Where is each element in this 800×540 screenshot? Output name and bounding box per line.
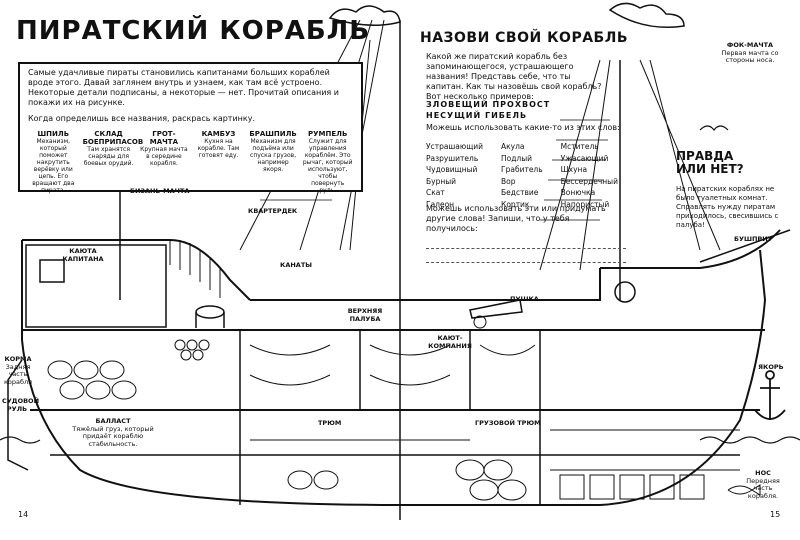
- hammock: [249, 344, 536, 386]
- example-names: ЗЛОВЕЩИЙ ПРОХВОСТ НЕСУЩИЙ ГИБЕЛЬ: [426, 99, 550, 121]
- term-title: РУМПЕЛЬ: [308, 130, 348, 138]
- label-mizzen-mast: БИЗАНЬ-МАЧТА: [130, 187, 190, 195]
- label-wardroom: КАЮТ-КОМПАНИЯ: [428, 334, 472, 350]
- cloud-shape: [608, 2, 685, 29]
- true-false-title: ПРАВДА ИЛИ НЕТ?: [676, 149, 744, 176]
- word-item: Вонючка: [560, 188, 596, 197]
- word-column-1: Устрашающий Разрушитель Чудовищный Бурны…: [426, 141, 483, 210]
- term-galley: КАМБУЗ Кухня на корабле. Там готовят еду…: [193, 130, 244, 194]
- cabin-window: [39, 259, 65, 283]
- anchor-drawing: [754, 370, 786, 420]
- term-desc: Там хранятся снаряды для боевых орудий.: [83, 146, 134, 167]
- answer-line: [426, 248, 626, 249]
- captain-cabin: [25, 244, 167, 328]
- intro-paragraph-1: Самые удачливые пираты становились капит…: [28, 68, 339, 107]
- terms-row: ШПИЛЬ Механизм, который поможет накрутит…: [28, 130, 353, 194]
- word-item: Грабитель: [501, 165, 543, 174]
- label-cargo-hold: ГРУЗОВОЙ ТРЮМ: [475, 419, 541, 427]
- label-rudder: СУДОВОЙ РУЛЬ: [2, 397, 40, 413]
- term-desc: Кухня на корабле. Там готовят еду.: [197, 138, 240, 159]
- sea-waves: [0, 436, 800, 444]
- term-desc: Служит для управления кораблём. Это рыча…: [302, 138, 353, 194]
- stair-railing: [169, 240, 221, 298]
- crates: [559, 474, 705, 500]
- label-hold: ТРЮМ: [318, 419, 342, 427]
- example-name-1: ЗЛОВЕЩИЙ ПРОХВОСТ: [426, 100, 551, 109]
- label-anchor: ЯКОРЬ: [758, 363, 784, 371]
- word-item: Разрушитель: [426, 153, 479, 163]
- intro-paragraph-2: Когда определишь все названия, раскрась …: [28, 114, 255, 123]
- true-false-text: На пиратских кораблях не было туалетных …: [676, 185, 779, 229]
- rudder: [7, 359, 29, 471]
- word-item: Шхуна: [560, 165, 588, 174]
- page-title-right: НАЗОВИ СВОЙ КОРАБЛЬ: [420, 30, 629, 46]
- word-item: Ужасающий: [560, 153, 609, 163]
- label-cannon: ПУШКА: [510, 295, 539, 303]
- word-item: Подлый: [501, 153, 533, 163]
- bow-rail: [600, 229, 781, 269]
- term-title: СКЛАД БОЕПРИПАСОВ: [82, 130, 144, 146]
- term-desc: Крупная мачта в середине корабля.: [140, 146, 188, 167]
- term-capstan: ШПИЛЬ Механизм, который поможет накрутит…: [28, 130, 79, 194]
- word-column-2: Акула Подлый Грабитель Вор Бедствие Корт…: [501, 141, 543, 210]
- term-title: ГРОТ-МАЧТА: [149, 130, 178, 146]
- word-item: Вор: [501, 176, 516, 186]
- word-item: Кортик: [501, 199, 530, 209]
- term-title: КАМБУЗ: [201, 130, 236, 138]
- term-desc: Механизм для подъёма или спуска грузов, …: [250, 138, 297, 173]
- cargo-shelves: [250, 429, 740, 471]
- capstan: [195, 305, 225, 319]
- word-item: Устрашающий: [426, 142, 484, 151]
- label-quarterdeck: КВАРТЕРДЕК: [248, 207, 298, 215]
- term-windlass: БРАШПИЛЬ Механизм для подъёма или спуска…: [248, 130, 299, 194]
- cannonballs: [174, 339, 210, 361]
- word-columns: Устрашающий Разрушитель Чудовищный Бурны…: [426, 141, 618, 210]
- page-number-left: 14: [18, 510, 29, 519]
- cannon: [469, 299, 523, 319]
- term-desc: Механизм, который поможет накрутить верё…: [32, 138, 75, 194]
- top-deck: [250, 268, 601, 301]
- quarterdeck: [22, 239, 251, 301]
- barrel-stack: [47, 360, 527, 501]
- term-title: БРАШПИЛЬ: [249, 130, 297, 138]
- right-intro: Какой же пиратский корабль без запоминаю…: [426, 52, 602, 101]
- word-item: Бессердечный: [560, 176, 618, 186]
- word-item: Напористый: [560, 199, 610, 209]
- seagull-drawing: [699, 125, 729, 131]
- page-title-left: ПИРАТСКИЙ КОРАБЛЬ: [16, 16, 371, 46]
- hull-outline: [21, 240, 767, 506]
- cloud-shape: [328, 5, 401, 26]
- bowsprit: [699, 229, 791, 263]
- word-item: Акула: [501, 142, 525, 151]
- can-use-text: Можешь использовать какие-то из этих сло…: [426, 123, 620, 132]
- more-words-text: Можешь использовать эти или придумать др…: [426, 204, 606, 233]
- label-upper-deck: ВЕРХНЯЯ ПАЛУБА: [347, 307, 383, 323]
- word-item: Галеон: [426, 199, 455, 209]
- word-item: Скат: [426, 188, 445, 197]
- windlass: [614, 281, 636, 303]
- term-main-mast: ГРОТ-МАЧТА Крупная мачта в середине кора…: [139, 130, 190, 194]
- word-item: Бурный: [426, 176, 457, 186]
- word-item: Мститель: [560, 142, 599, 151]
- term-title: ШПИЛЬ: [37, 130, 70, 138]
- term-tiller: РУМПЕЛЬ Служит для управления кораблём. …: [302, 130, 353, 194]
- answer-line: [426, 262, 626, 263]
- term-magazine: СКЛАД БОЕПРИПАСОВ Там хранятся снаряды д…: [82, 130, 144, 194]
- word-item: Чудовищный: [426, 165, 478, 174]
- label-bowsprit: БУШПРИТ: [734, 235, 773, 243]
- example-name-2: НЕСУЩИЙ ГИБЕЛЬ: [426, 111, 528, 120]
- label-ropes: КАНАТЫ: [280, 261, 312, 269]
- word-item: Бедствие: [501, 188, 539, 197]
- page-number-right: 15: [770, 510, 781, 519]
- intro-box: Самые удачливые пираты становились капит…: [18, 62, 363, 194]
- fish-drawing: [727, 484, 761, 496]
- word-column-3: Мститель Ужасающий Шхуна Бессердечный Во…: [561, 141, 618, 210]
- label-captain-cabin: КАЮТА КАПИТАНА: [62, 247, 104, 263]
